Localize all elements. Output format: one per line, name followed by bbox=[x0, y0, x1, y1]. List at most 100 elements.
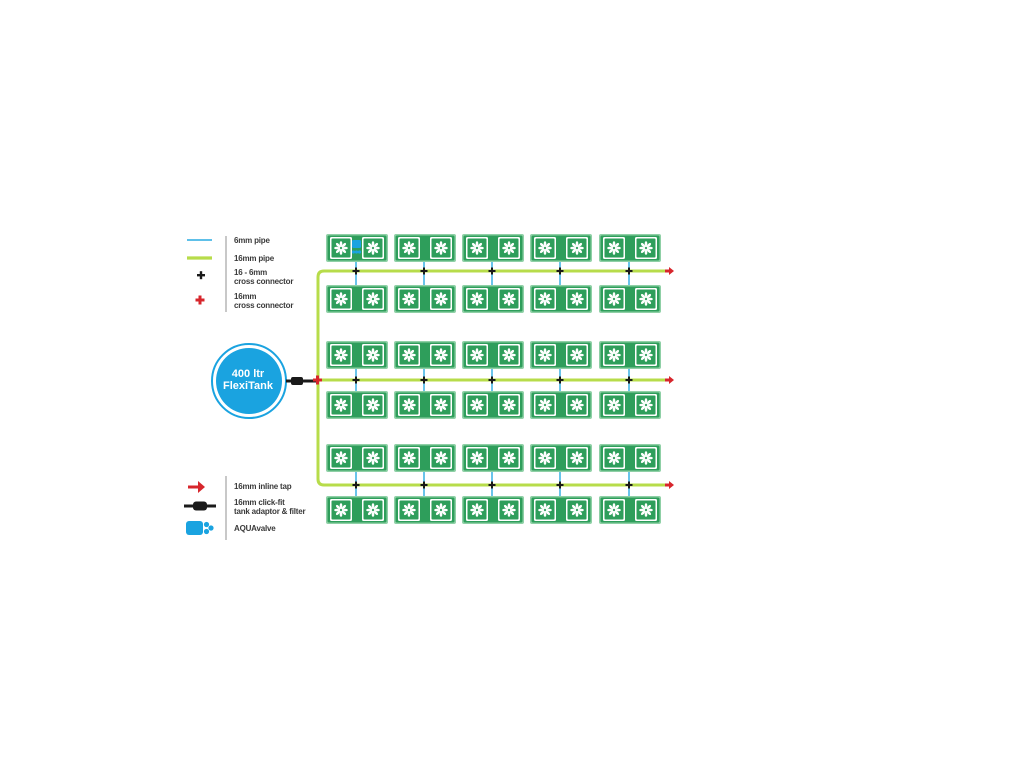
flower-icon bbox=[570, 241, 584, 255]
planter-unit bbox=[599, 391, 661, 419]
pipe-bend-bottom bbox=[316, 478, 325, 487]
flower-icon bbox=[538, 398, 552, 412]
flower-icon bbox=[639, 503, 653, 517]
flower-icon bbox=[334, 503, 348, 517]
flower-icon bbox=[502, 451, 516, 465]
flower-icon bbox=[607, 451, 621, 465]
planter-unit bbox=[326, 285, 388, 313]
black-cross-icon bbox=[197, 271, 205, 280]
flower-icon bbox=[334, 348, 348, 362]
flower-icon bbox=[470, 241, 484, 255]
legend-label-16-6mm-cross: 16 - 6mm cross connector bbox=[234, 268, 294, 286]
planter-unit bbox=[599, 496, 661, 524]
flower-icon bbox=[607, 241, 621, 255]
black-cross-connector bbox=[625, 267, 633, 275]
red-cross-icon bbox=[195, 295, 205, 305]
flower-icon bbox=[607, 292, 621, 306]
black-cross-connector bbox=[625, 376, 633, 384]
planter-unit bbox=[530, 444, 592, 472]
flower-icon bbox=[470, 348, 484, 362]
flower-icon bbox=[570, 292, 584, 306]
planter-unit bbox=[599, 341, 661, 369]
flower-icon bbox=[570, 348, 584, 362]
planter-unit bbox=[394, 444, 456, 472]
flower-icon bbox=[470, 503, 484, 517]
flower-icon bbox=[434, 292, 448, 306]
black-cross-connector bbox=[488, 376, 496, 384]
flower-icon bbox=[639, 241, 653, 255]
flower-icon bbox=[570, 451, 584, 465]
flower-icon bbox=[502, 398, 516, 412]
planter-unit bbox=[599, 234, 661, 262]
flower-icon bbox=[470, 451, 484, 465]
flower-icon bbox=[434, 398, 448, 412]
flower-icon bbox=[434, 348, 448, 362]
planter-unit bbox=[394, 391, 456, 419]
planter-unit bbox=[462, 341, 524, 369]
flower-icon bbox=[570, 398, 584, 412]
legend-label-inline-tap: 16mm inline tap bbox=[234, 482, 292, 491]
tank-adaptor-filter bbox=[286, 377, 316, 385]
flower-icon bbox=[502, 503, 516, 517]
legend-label-tank-adaptor: 16mm click-fit tank adaptor & filter bbox=[234, 498, 306, 516]
red-arrow-icon bbox=[188, 481, 205, 493]
planter-unit bbox=[530, 391, 592, 419]
legend-label-aquavalve: AQUAvalve bbox=[234, 524, 276, 533]
blue-valve-icon bbox=[186, 521, 214, 535]
planter-unit bbox=[326, 444, 388, 472]
inline-tap-icon bbox=[665, 267, 674, 275]
planter-unit bbox=[394, 285, 456, 313]
flower-icon bbox=[502, 348, 516, 362]
black-cross-connector bbox=[352, 267, 360, 275]
black-cross-connector bbox=[488, 481, 496, 489]
planter-unit bbox=[326, 496, 388, 524]
planter-unit bbox=[326, 391, 388, 419]
planter-unit bbox=[462, 444, 524, 472]
flower-icon bbox=[502, 292, 516, 306]
flower-icon bbox=[402, 348, 416, 362]
planter-unit bbox=[462, 496, 524, 524]
black-cross-connector bbox=[556, 376, 564, 384]
flower-icon bbox=[366, 241, 380, 255]
planter-unit bbox=[462, 285, 524, 313]
planter-unit bbox=[462, 234, 524, 262]
flower-icon bbox=[470, 398, 484, 412]
flower-icon bbox=[366, 348, 380, 362]
planter-unit bbox=[530, 496, 592, 524]
legend-label-6mm-pipe: 6mm pipe bbox=[234, 236, 270, 245]
pipe-bend-top bbox=[316, 269, 325, 278]
planter-unit bbox=[530, 234, 592, 262]
flower-icon bbox=[502, 241, 516, 255]
flower-icon bbox=[402, 292, 416, 306]
flower-icon bbox=[334, 292, 348, 306]
planter-unit bbox=[394, 496, 456, 524]
black-cross-connector bbox=[556, 481, 564, 489]
planter-unit bbox=[394, 234, 456, 262]
planter-unit bbox=[462, 391, 524, 419]
flower-icon bbox=[607, 503, 621, 517]
flower-icon bbox=[334, 241, 348, 255]
black-cross-connector bbox=[556, 267, 564, 275]
planter-unit bbox=[530, 285, 592, 313]
flower-icon bbox=[538, 241, 552, 255]
black-cross-connector bbox=[488, 267, 496, 275]
flower-icon bbox=[402, 503, 416, 517]
flower-icon bbox=[639, 398, 653, 412]
planter-unit bbox=[326, 341, 388, 369]
legend-label-16mm-cross: 16mm cross connector bbox=[234, 292, 294, 310]
inline-tap-icon bbox=[665, 376, 674, 384]
planter-unit bbox=[599, 285, 661, 313]
flower-icon bbox=[334, 451, 348, 465]
black-cross-connector bbox=[420, 267, 428, 275]
black-cross-connector bbox=[420, 481, 428, 489]
black-adaptor-icon bbox=[184, 501, 216, 511]
aquavalve-icon bbox=[351, 240, 362, 254]
red-cross-connector bbox=[313, 375, 322, 385]
flower-icon bbox=[334, 398, 348, 412]
planter-unit bbox=[530, 341, 592, 369]
flower-icon bbox=[366, 451, 380, 465]
flower-icon bbox=[538, 292, 552, 306]
inline-tap-icon bbox=[665, 481, 674, 489]
flower-icon bbox=[607, 348, 621, 362]
